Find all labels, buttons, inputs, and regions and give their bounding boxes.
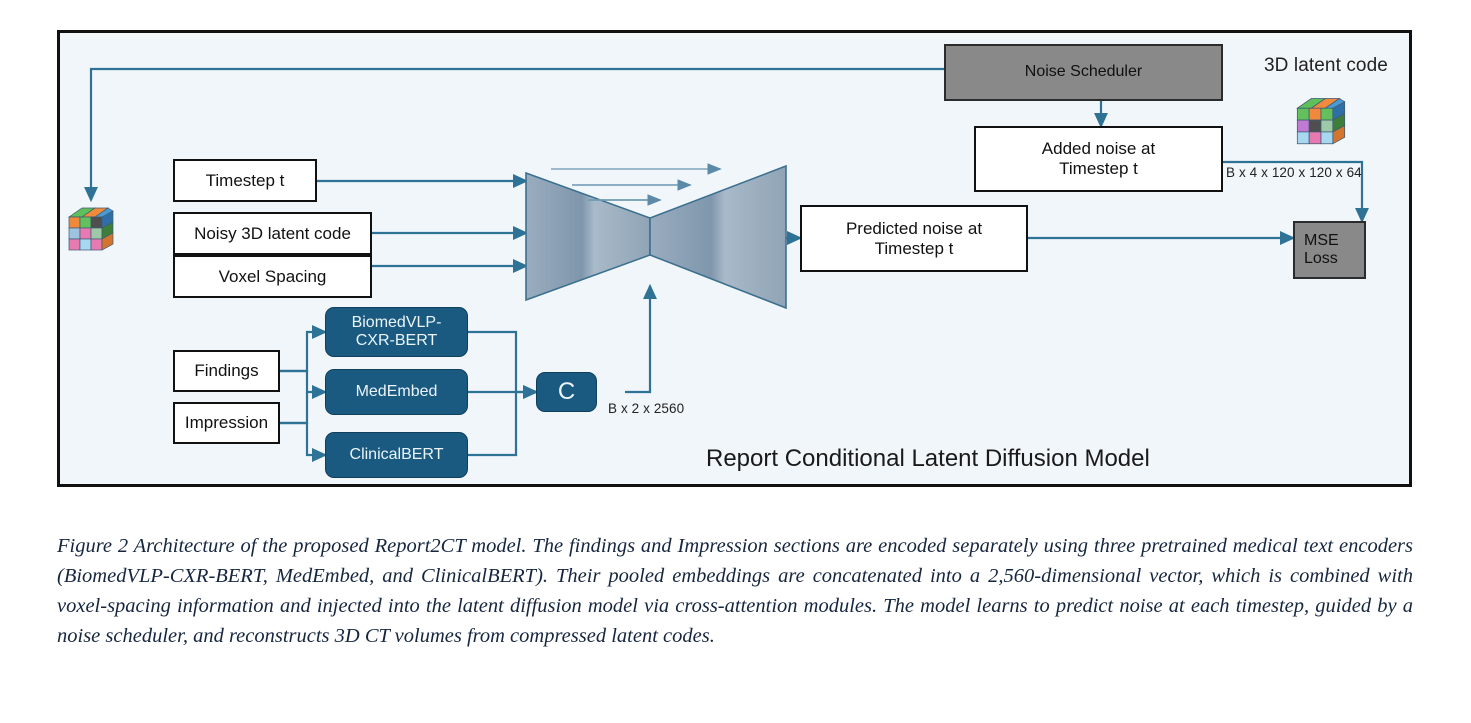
encoder-clinicalbert-label: ClinicalBERT: [349, 445, 444, 463]
node-voxel-spacing[interactable]: Voxel Spacing: [173, 255, 372, 298]
node-voxel-spacing-label: Voxel Spacing: [218, 266, 327, 286]
node-encoder-clinicalbert[interactable]: ClinicalBERT: [325, 432, 468, 478]
added-noise-line2: Timestep t: [1059, 159, 1138, 178]
mse-loss-line2: Loss: [1304, 250, 1338, 267]
encoder-medembed-label: MedEmbed: [355, 382, 438, 400]
voxel-cube-icon-right: [1293, 91, 1349, 147]
mse-loss-line1: MSE: [1304, 231, 1339, 249]
encoder-cxrbert-line1: BiomedVLP-: [351, 313, 442, 331]
unet-bowtie-shape: [525, 164, 787, 310]
node-mse-loss[interactable]: MSE Loss: [1293, 221, 1366, 279]
added-noise-line1: Added noise at: [1041, 139, 1156, 159]
node-noisy-latent-code[interactable]: Noisy 3D latent code: [173, 212, 372, 255]
node-findings-label: Findings: [194, 361, 259, 381]
encoder-cxrbert-line2: CXR-BERT: [355, 332, 438, 349]
figure-panel: Timestep t Noisy 3D latent code Voxel Sp…: [57, 30, 1412, 487]
node-timestep-label: Timestep t: [205, 170, 285, 190]
node-concat-label: C: [557, 378, 576, 406]
node-encoder-medembed[interactable]: MedEmbed: [325, 369, 468, 415]
node-impression-label: Impression: [184, 413, 269, 433]
label-tensor-shape-latent: B x 4 x 120 x 120 x 64: [1226, 165, 1362, 180]
voxel-cube-icon-left: [65, 201, 117, 253]
node-timestep[interactable]: Timestep t: [173, 159, 317, 202]
node-noise-scheduler[interactable]: Noise Scheduler: [944, 44, 1223, 101]
node-noisy-latent-code-label: Noisy 3D latent code: [194, 223, 351, 243]
label-tensor-shape-text: B x 2 x 2560: [608, 401, 685, 416]
node-encoder-biomedvlp-cxr-bert[interactable]: BiomedVLP- CXR-BERT: [325, 307, 468, 357]
node-concat[interactable]: C: [536, 372, 597, 412]
node-noise-scheduler-label: Noise Scheduler: [1024, 63, 1143, 81]
predicted-noise-line1: Predicted noise at: [845, 218, 983, 238]
label-3d-latent-code: 3D latent code: [1264, 55, 1388, 76]
node-findings[interactable]: Findings: [173, 350, 280, 392]
connector-layer: [83, 67, 1370, 463]
node-predicted-noise[interactable]: Predicted noise at Timestep t: [800, 205, 1028, 272]
node-impression[interactable]: Impression: [173, 402, 280, 444]
predicted-noise-line2: Timestep t: [874, 238, 954, 258]
figure-caption: Figure 2 Architecture of the proposed Re…: [57, 535, 1413, 647]
figure-title: Report Conditional Latent Diffusion Mode…: [706, 445, 1150, 472]
node-added-noise[interactable]: Added noise at Timestep t: [974, 126, 1223, 192]
